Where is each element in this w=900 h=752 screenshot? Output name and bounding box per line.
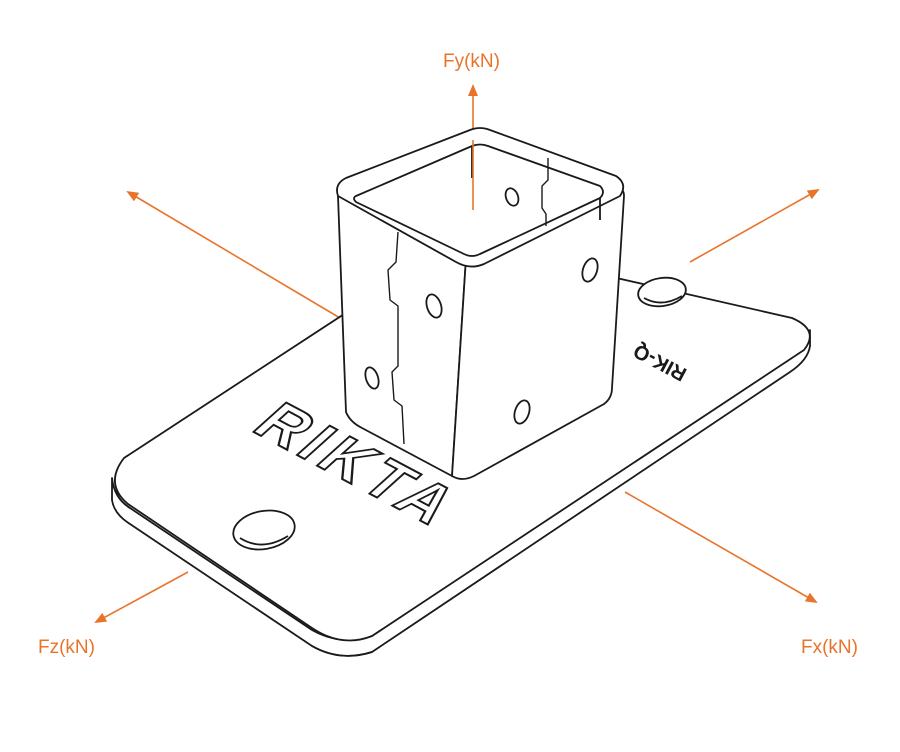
tube-seam-back [541, 158, 549, 226]
fz-label: Fz(kN) [38, 637, 95, 658]
fx-arrow-back [689, 189, 820, 263]
square-tube [336, 127, 625, 480]
plate-side-faces [111, 329, 811, 657]
plate-bottom-edge [115, 489, 373, 657]
fx-label: Fx(kN) [801, 637, 858, 658]
front-hole [232, 509, 296, 551]
axis-arrows [94, 84, 820, 623]
fy-label: Fy(kN) [443, 51, 500, 72]
tube-hole-3 [581, 257, 599, 283]
rear-hole [637, 276, 687, 308]
tube-holes [364, 187, 599, 425]
tube-hole-inner [504, 187, 520, 207]
tube-hole-2 [364, 366, 380, 390]
fz-arrow-back [126, 190, 341, 319]
fz-arrow-front [94, 571, 189, 623]
tube-hole-4 [513, 399, 531, 425]
tube-inner-wall [471, 146, 601, 220]
tube-hole-1 [425, 293, 443, 319]
tube-seam-front [387, 231, 405, 445]
fx-arrow-front [624, 491, 818, 603]
plate-holes [232, 276, 687, 551]
